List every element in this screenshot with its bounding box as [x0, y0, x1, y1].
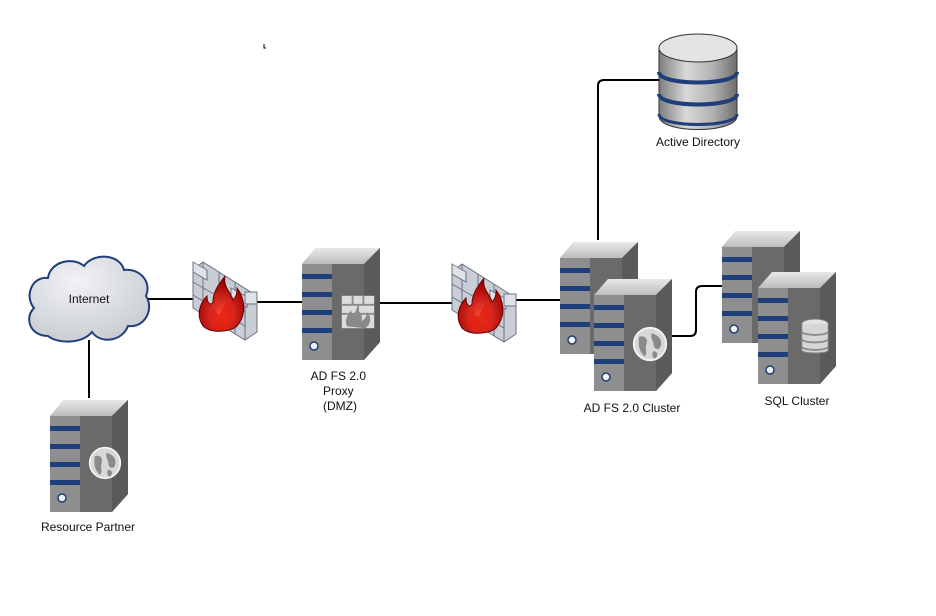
adfs-cluster-node: AD FS 2.0 Cluster [559, 241, 681, 415]
active-directory-label: Active Directory [656, 135, 740, 149]
resource-partner-node: Resource Partner [41, 399, 135, 534]
globe-icon [88, 446, 122, 480]
sql-cluster-node: SQL Cluster [721, 230, 837, 408]
firewall-icon [451, 263, 517, 343]
firewall-1 [192, 261, 258, 341]
link-adfs-sql [672, 285, 724, 337]
firewall-2 [451, 263, 517, 343]
cloud-icon [28, 255, 151, 343]
globe-icon [632, 326, 668, 362]
internet-label: Internet [69, 292, 110, 306]
database-badge-icon [800, 318, 830, 354]
active-directory-node: Active Directory [656, 33, 740, 149]
adfs-cluster-label: AD FS 2.0 Cluster [584, 401, 681, 415]
database-icon [657, 33, 739, 130]
proxy-label: AD FS 2.0 Proxy (DMZ) [311, 369, 370, 413]
internet-node: Internet [28, 255, 151, 343]
resource-partner-label: Resource Partner [41, 520, 135, 534]
proxy-node: AD FS 2.0 Proxy (DMZ) [301, 247, 381, 413]
link-adfs-ad [597, 79, 660, 240]
connection-lines [88, 79, 724, 398]
firewall-badge-icon [340, 294, 376, 330]
firewall-icon [192, 261, 258, 341]
stray-mark [263, 44, 266, 49]
sql-cluster-label: SQL Cluster [765, 394, 830, 408]
